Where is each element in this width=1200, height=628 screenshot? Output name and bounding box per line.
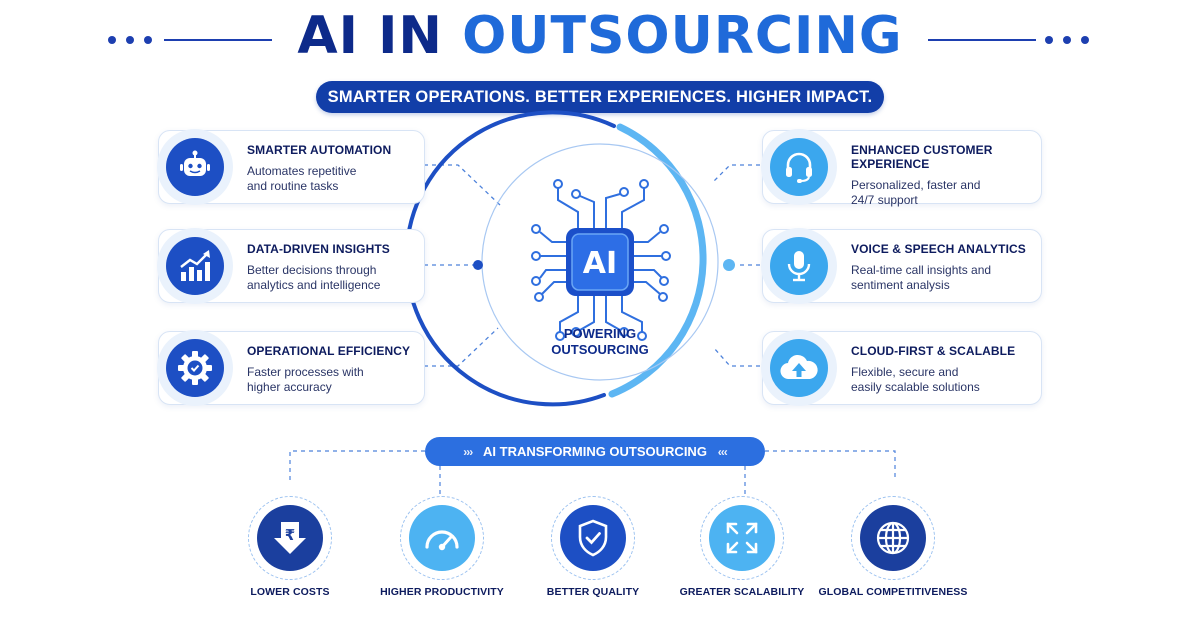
- svg-text:₹: ₹: [285, 526, 295, 544]
- feature-desc-line1: Faster processes with: [247, 365, 364, 379]
- center-label-line2: OUTSOURCING: [551, 342, 649, 357]
- subtitle-banner: SMARTER OPERATIONS. BETTER EXPERIENCES. …: [316, 81, 884, 113]
- title-part-2: OUTSOURCING: [462, 6, 903, 66]
- feature-title: SMARTER AUTOMATION: [247, 143, 392, 157]
- feature-title: VOICE & SPEECH ANALYTICS: [851, 242, 1026, 256]
- feature-desc-line2: higher accuracy: [247, 380, 332, 394]
- chip-label: AI: [583, 246, 617, 281]
- feature-desc-line1: Real-time call insights and: [851, 263, 992, 277]
- ring-node-left: [473, 260, 483, 270]
- chevrons-left-icon: ‹‹‹: [717, 445, 728, 459]
- connector-right-top: [711, 164, 760, 184]
- feature-desc-line2: sentiment analysis: [851, 278, 950, 292]
- feature-desc-line1: Better decisions through: [247, 263, 377, 277]
- robot-icon: [166, 138, 224, 196]
- benefit-lower-costs: ₹ LOWER COSTS: [210, 496, 370, 598]
- rupee-down-icon: ₹: [257, 505, 323, 571]
- feature-desc-line2: analytics and intelligence: [247, 278, 381, 292]
- expand-arrows-icon: [709, 505, 775, 571]
- feature-title: OPERATIONAL EFFICIENCY: [247, 344, 411, 358]
- benefit-global-competitiveness: GLOBAL COMPETITIVENESS: [813, 496, 973, 598]
- gear-check-icon: [166, 339, 224, 397]
- benefit-label: GREATER SCALABILITY: [679, 586, 805, 598]
- center-label: POWERING OUTSOURCING: [520, 326, 680, 358]
- ring-node-right: [723, 259, 735, 271]
- feature-desc-line1: Automates repetitive: [247, 164, 357, 178]
- transforming-label: AI TRANSFORMING OUTSOURCING: [483, 444, 707, 459]
- feature-card-enhanced-customer-experience: ENHANCED CUSTOMER EXPERIENCE Personalize…: [761, 129, 1042, 207]
- feature-title: ENHANCED CUSTOMER EXPERIENCE: [851, 143, 993, 171]
- feature-title: DATA-DRIVEN INSIGHTS: [247, 242, 390, 256]
- ai-chip-icon: [566, 228, 634, 296]
- benefit-label: HIGHER PRODUCTIVITY: [380, 586, 504, 598]
- ring-light-arc: [608, 123, 707, 398]
- connector-left-top: [424, 164, 501, 206]
- feature-title: CLOUD-FIRST & SCALABLE: [851, 344, 1016, 358]
- feature-desc-line2: 24/7 support: [851, 193, 918, 207]
- center-label-line1: POWERING: [563, 326, 637, 341]
- speedometer-icon: [409, 505, 475, 571]
- shield-check-icon: [560, 505, 626, 571]
- page-title: AI IN OUTSOURCING: [0, 4, 1200, 68]
- feature-desc-line2: and routine tasks: [247, 179, 339, 193]
- cloud-upload-icon: [770, 339, 828, 397]
- benefit-greater-scalability: GREATER SCALABILITY: [662, 496, 822, 598]
- feature-card-data-driven-insights: DATA-DRIVEN INSIGHTS Better decisions th…: [157, 228, 425, 304]
- benefit-label: BETTER QUALITY: [546, 586, 640, 598]
- benefit-better-quality: BETTER QUALITY: [513, 496, 673, 598]
- chevrons-right-icon: ›››: [463, 445, 473, 459]
- connector-right-bottom: [713, 347, 760, 367]
- feature-desc-line2: easily scalable solutions: [851, 380, 980, 394]
- benefit-label: GLOBAL COMPETITIVENESS: [818, 586, 968, 598]
- feature-card-operational-efficiency: OPERATIONAL EFFICIENCY Faster processes …: [157, 330, 425, 406]
- headset-icon: [770, 138, 828, 196]
- growth-chart-icon: [166, 237, 224, 295]
- feature-card-smarter-automation: SMARTER AUTOMATION Automates repetitive …: [157, 129, 425, 205]
- title-decoration-right: [928, 36, 1093, 44]
- title-part-1: AI IN: [297, 6, 443, 66]
- benefit-label: LOWER COSTS: [250, 586, 330, 598]
- feature-card-cloud-first-scalable: CLOUD-FIRST & SCALABLE Flexible, secure …: [761, 330, 1042, 406]
- feature-card-voice-speech-analytics: VOICE & SPEECH ANALYTICS Real-time call …: [761, 228, 1042, 304]
- title-decoration-left: [108, 36, 273, 44]
- feature-desc-line1: Flexible, secure and: [851, 365, 959, 379]
- benefit-higher-productivity: HIGHER PRODUCTIVITY: [362, 496, 522, 598]
- feature-desc-line1: Personalized, faster and: [851, 178, 981, 192]
- microphone-icon: [770, 237, 828, 295]
- globe-icon: [860, 505, 926, 571]
- transforming-banner: ››› AI TRANSFORMING OUTSOURCING ‹‹‹: [425, 437, 765, 466]
- connector-left-bottom: [424, 327, 499, 367]
